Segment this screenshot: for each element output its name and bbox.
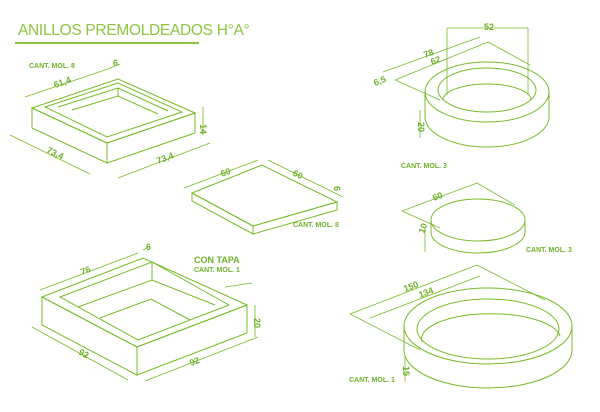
dim-label: 73,4 (155, 150, 175, 166)
quantity-label: CANT. MOL. 8 (293, 222, 339, 229)
title-underline (15, 42, 199, 44)
quantity-label: CANT. MOL. 3 (526, 247, 572, 254)
dim-label: 6 (113, 58, 118, 68)
page-title: ANILLOS PREMOLDEADOS H°A° (18, 22, 250, 39)
dim-label: 78 (422, 47, 435, 60)
round-ring-drawing: 52 78 62 6,5 20 CANT. MOL. 3 (372, 22, 550, 170)
quantity-label: CANT. MOL. 1 (194, 267, 240, 274)
slab-drawing: 60 60 6 CANT. MOL. 8 (183, 159, 344, 235)
dim-label: 20 (416, 122, 426, 132)
quantity-label: CANT. MOL. 8 (29, 63, 75, 70)
dim-label: 60 (431, 190, 444, 203)
dim-label: 73,4 (45, 145, 65, 162)
square-ring-drawing: 61,4 6 14 73,4 73,4 CANT. MOL. 8 (9, 58, 211, 179)
dim-label: 61,4 (52, 75, 72, 90)
dim-label: 6 (146, 242, 151, 252)
square-box-drawing: 76 6 20 92 92 CON TAPA CANT. MOL. 1 (31, 242, 262, 382)
dim-label: 60 (291, 168, 304, 181)
dim-label: 62 (429, 54, 442, 67)
dim-label: 10 (416, 222, 429, 235)
dim-label: 92 (77, 347, 91, 361)
round-lid-drawing: 60 10 CANT. MOL. 3 (401, 182, 572, 254)
dim-label: 52 (484, 22, 494, 32)
dim-label: 15 (401, 366, 411, 376)
note-label: CON TAPA (194, 255, 240, 265)
dim-label: 6,5 (372, 74, 387, 88)
dim-label: 20 (252, 318, 262, 328)
large-ring-drawing: 150 134 15 CANT. MOL. 1 (349, 264, 573, 389)
quantity-label: CANT. MOL. 3 (401, 163, 447, 170)
quantity-label: CANT. MOL. 1 (349, 377, 395, 384)
dim-label: 76 (79, 264, 92, 277)
dim-label: 60 (219, 166, 232, 179)
dim-label: 14 (198, 124, 208, 134)
dim-label: 6 (332, 186, 342, 191)
dim-label: 92 (188, 355, 201, 368)
